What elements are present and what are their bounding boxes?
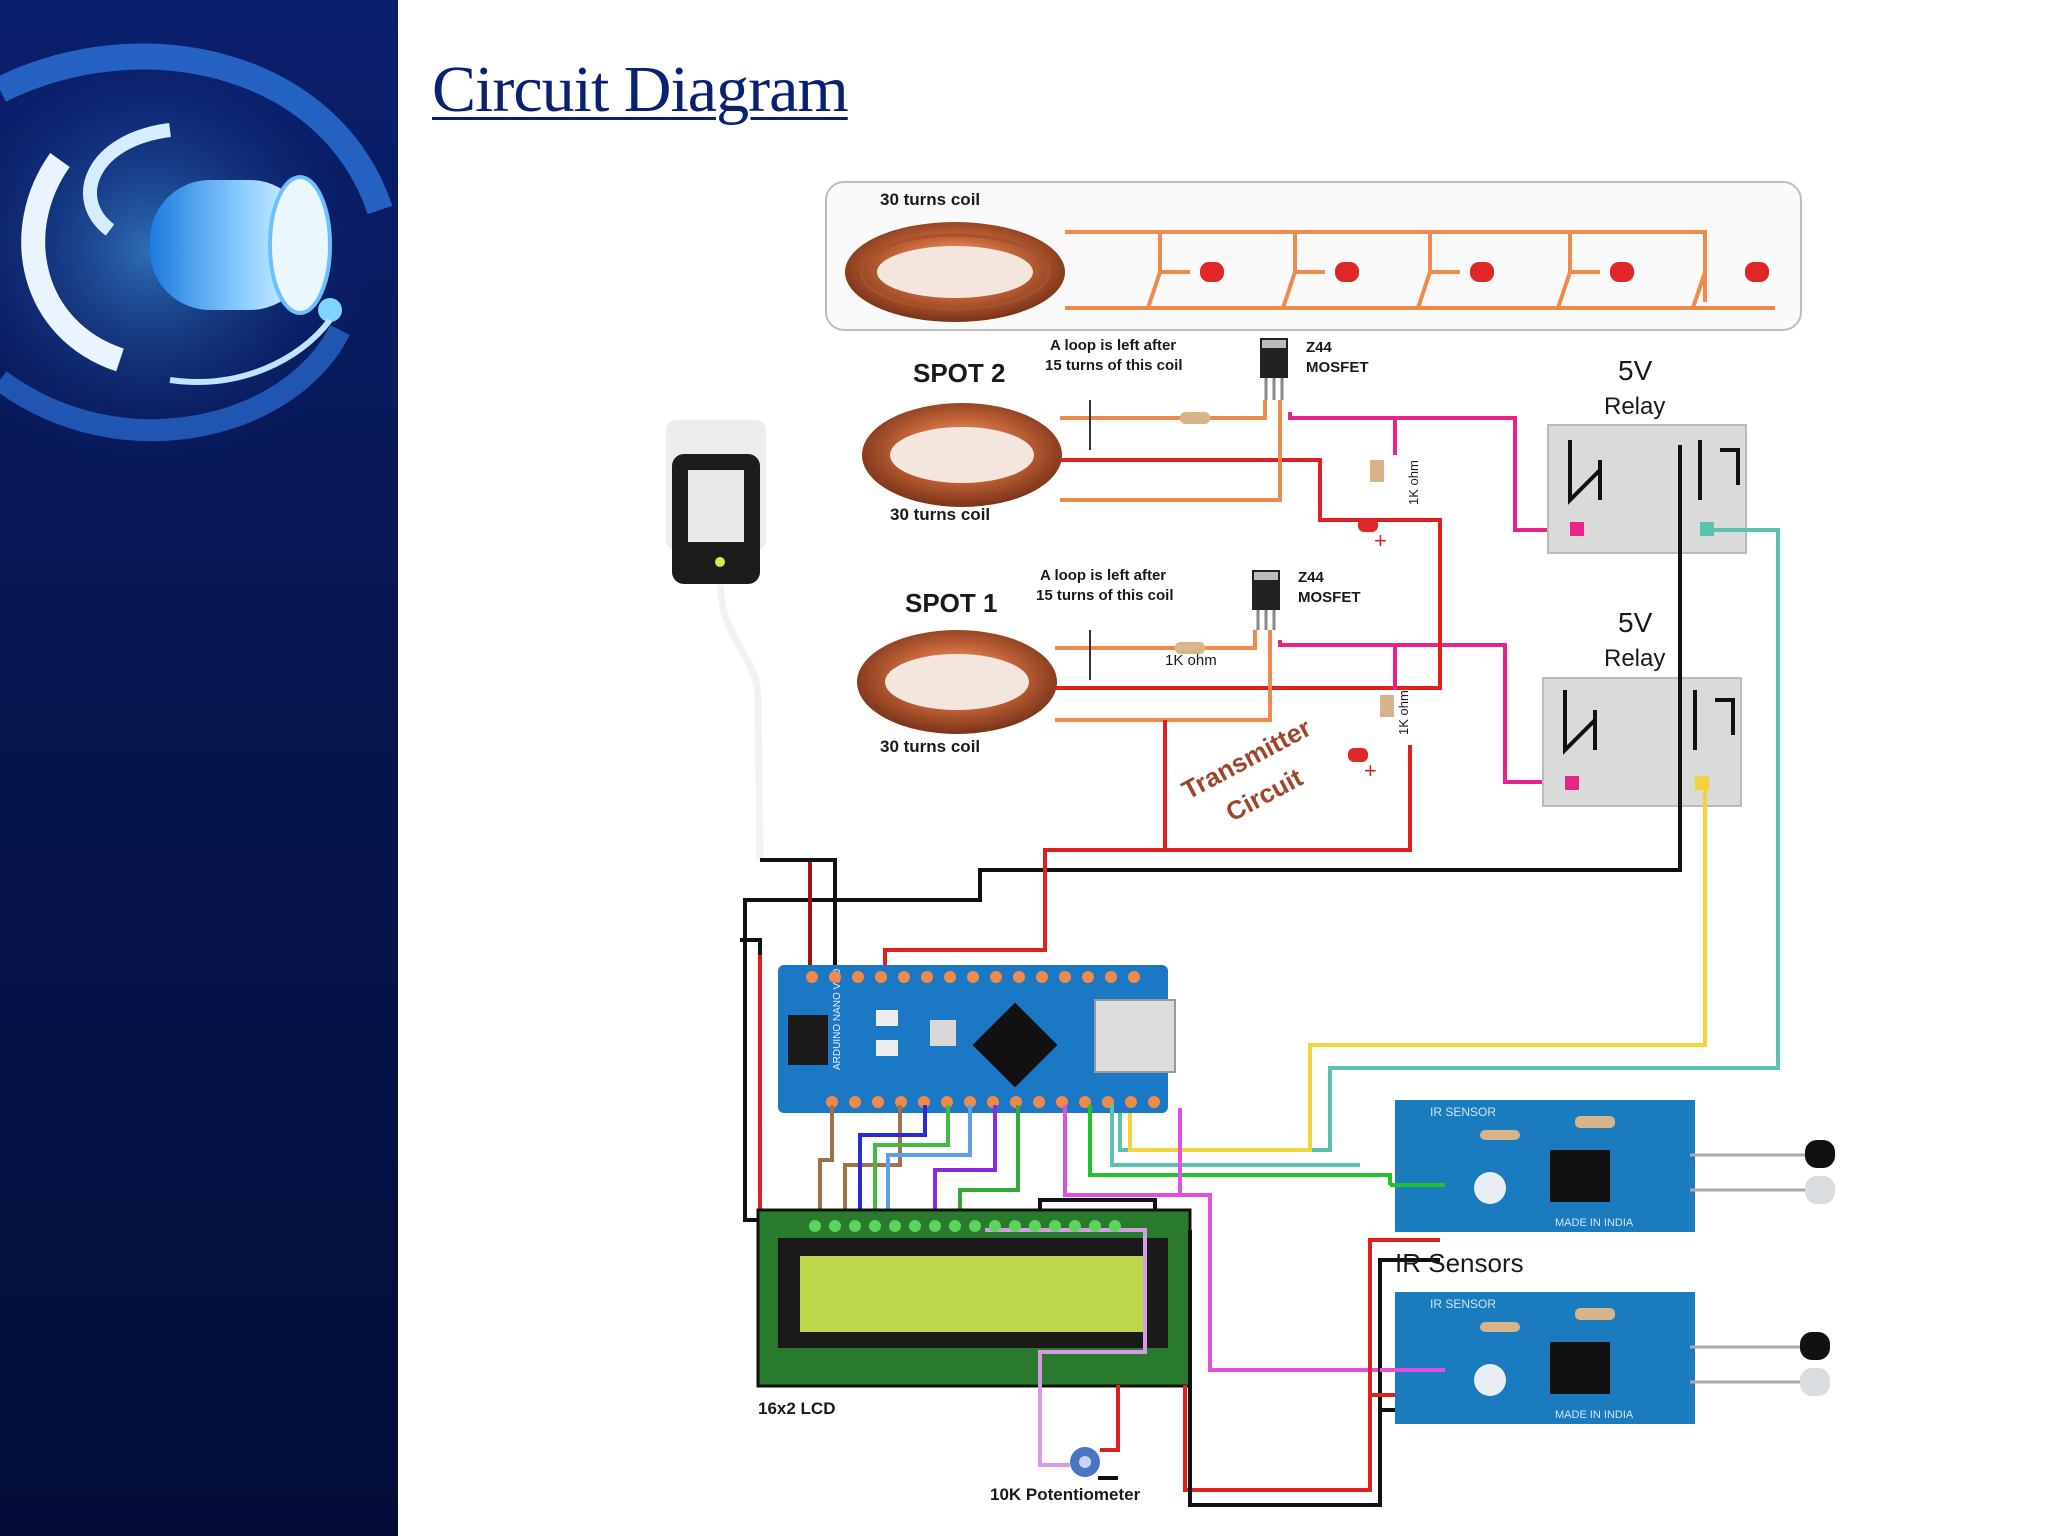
mosfet-a-type: MOSFET — [1306, 359, 1369, 376]
pin — [1125, 1096, 1137, 1108]
pin — [949, 1220, 961, 1232]
ir-sensor-1 — [1395, 1100, 1835, 1232]
pin — [875, 971, 887, 983]
pin — [1089, 1220, 1101, 1232]
spot1-loop-line2: 15 turns of this coil — [1036, 587, 1174, 604]
pin — [1105, 971, 1117, 983]
pin — [889, 1220, 901, 1232]
lcd-pin-header — [809, 1220, 1121, 1232]
pin — [898, 971, 910, 983]
pin — [872, 1096, 884, 1108]
lcd-label: 16x2 LCD — [758, 1399, 835, 1418]
spot2-label: SPOT 2 — [913, 358, 1005, 388]
potentiometer — [1038, 1385, 1120, 1480]
pin — [1148, 1096, 1160, 1108]
spot1-coil-label: 30 turns coil — [880, 737, 980, 756]
ir-sensor-2-text: IR SENSOR — [1430, 1297, 1496, 1311]
arduino-label: ARDUINO NANO V3.0 — [832, 968, 843, 1070]
pin — [1013, 971, 1025, 983]
spot2-coil-label: 30 turns coil — [890, 505, 990, 524]
ir-signal-wires — [1380, 1183, 1445, 1372]
top-coil — [845, 222, 1065, 322]
pin — [852, 971, 864, 983]
spot1-coil — [857, 630, 1057, 734]
pin — [1128, 971, 1140, 983]
top-coil-label: 30 turns coil — [880, 190, 980, 209]
spot2-loop-line2: 15 turns of this coil — [1045, 357, 1183, 374]
top-coil-panel — [825, 181, 1802, 331]
swirl-c-logo-icon — [0, 20, 393, 480]
arduino-nano — [778, 965, 1176, 1113]
ir-sensor-1-made: MADE IN INDIA — [1555, 1217, 1634, 1229]
pin — [1009, 1220, 1021, 1232]
pin — [869, 1220, 881, 1232]
pin — [967, 971, 979, 983]
pin — [1029, 1220, 1041, 1232]
pin — [826, 1096, 838, 1108]
pin — [809, 1220, 821, 1232]
indicator-leds: + + — [1348, 460, 1394, 783]
ir-sensor-1-text: IR SENSOR — [1430, 1105, 1496, 1119]
pin — [929, 1220, 941, 1232]
pin — [964, 1096, 976, 1108]
relay1-name: Relay — [1604, 393, 1665, 420]
spot1-loop-line1: A loop is left after — [1040, 567, 1166, 584]
potentiometer-label: 10K Potentiometer — [990, 1485, 1141, 1504]
arduino-top-pins — [806, 971, 1140, 983]
pin — [909, 1220, 921, 1232]
svg-text:+: + — [1374, 528, 1387, 553]
relay2-voltage: 5V — [1618, 607, 1653, 638]
pin — [1049, 1220, 1061, 1232]
mosfet-a-name: Z44 — [1306, 339, 1333, 356]
relay2-name: Relay — [1604, 645, 1665, 672]
pin — [849, 1096, 861, 1108]
relay1-voltage: 5V — [1618, 355, 1653, 386]
ir-sensor-2-made: MADE IN INDIA — [1555, 1409, 1634, 1421]
ir-sensor-2 — [1395, 1292, 1830, 1424]
resistor-1k-label: 1K ohm — [1165, 652, 1217, 669]
circuit-diagram: 30 turns coil SPOT 2 30 turns coil A loo… — [666, 181, 1835, 1507]
power-adapter-icon — [666, 420, 766, 861]
pin — [990, 971, 1002, 983]
led-chain — [1065, 230, 1775, 310]
pink-wires — [1278, 412, 1575, 784]
relay-2 — [1542, 677, 1742, 807]
pin — [1033, 1096, 1045, 1108]
led-row — [1200, 262, 1769, 282]
pin — [1109, 1220, 1121, 1232]
mosfet-b — [1252, 570, 1280, 630]
svg-text:+: + — [1364, 758, 1377, 783]
pin — [1082, 971, 1094, 983]
resistor-1k-label-2: 1K ohm — [1406, 460, 1421, 505]
resistor-spot2 — [1180, 412, 1210, 424]
mosfet-a — [1260, 338, 1288, 400]
pin — [989, 1220, 1001, 1232]
spot1-label: SPOT 1 — [905, 588, 997, 618]
slide-title: Circuit Diagram — [432, 53, 849, 126]
lcd-wires — [818, 1105, 1392, 1372]
pin — [1059, 971, 1071, 983]
main-wires — [740, 445, 1780, 1230]
relay-1 — [1547, 424, 1747, 554]
pin — [921, 971, 933, 983]
mosfet-b-name: Z44 — [1298, 569, 1325, 586]
pin — [1036, 971, 1048, 983]
lcd-module — [756, 1208, 1192, 1410]
resistor-1k-label-3: 1K ohm — [1396, 690, 1411, 735]
pin — [1069, 1220, 1081, 1232]
pin — [829, 1220, 841, 1232]
coil-wires — [1055, 400, 1442, 722]
resistor-spot1 — [1175, 642, 1205, 654]
pin — [849, 1220, 861, 1232]
spot2-coil — [862, 403, 1062, 507]
spot2-loop-line1: A loop is left after — [1050, 337, 1176, 354]
pin — [806, 971, 818, 983]
sidebar-panel — [0, 0, 398, 1536]
pin — [829, 971, 841, 983]
pin — [969, 1220, 981, 1232]
pin — [944, 971, 956, 983]
mosfet-b-type: MOSFET — [1298, 589, 1361, 606]
ir-sensors-label: IR Sensors — [1395, 1248, 1524, 1278]
